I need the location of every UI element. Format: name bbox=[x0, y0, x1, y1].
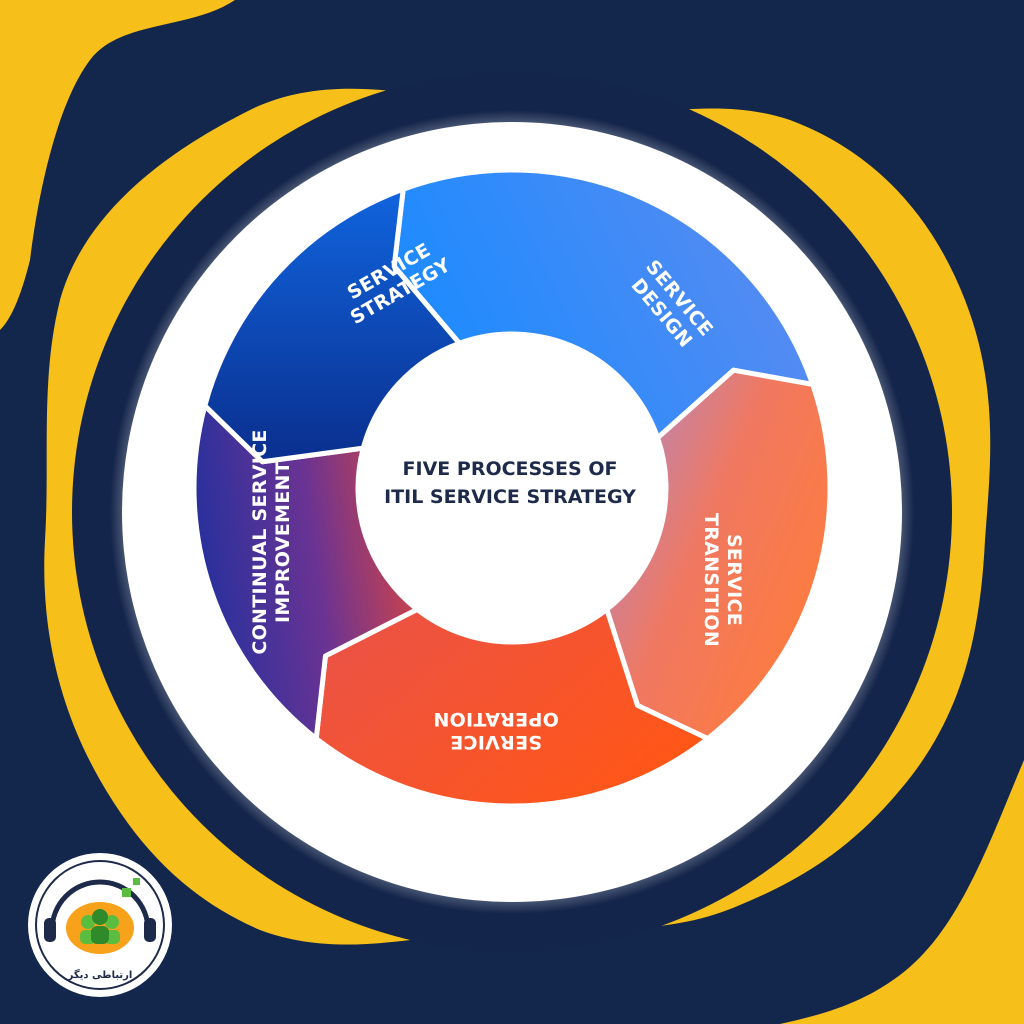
svg-text:OPERATION: OPERATION bbox=[433, 708, 559, 730]
logo-caption: ارتباطی دیگر bbox=[67, 968, 133, 981]
segment-transition bbox=[313, 606, 711, 809]
svg-text:SERVICE: SERVICE bbox=[450, 731, 542, 753]
svg-text:SERVICE: SERVICE bbox=[723, 534, 745, 626]
segment-strategy bbox=[391, 167, 816, 441]
label-service-operation: SERVICE OPERATION bbox=[433, 708, 559, 753]
label-service-transition: SERVICE TRANSITION bbox=[700, 513, 745, 647]
center-circle bbox=[356, 334, 664, 642]
yellow-wave-top bbox=[0, 0, 235, 330]
center-title-line2: ITIL SERVICE STRATEGY bbox=[384, 486, 636, 508]
label-continual-service-improvement: CONTINUAL SERVICE IMPROVEMENT bbox=[249, 429, 294, 654]
svg-text:TRANSITION: TRANSITION bbox=[700, 513, 722, 647]
center-title-line1: FIVE PROCESSES OF bbox=[403, 458, 618, 480]
yellow-wave-bottom bbox=[780, 760, 1024, 1024]
svg-text:CONTINUAL SERVICE: CONTINUAL SERVICE bbox=[249, 429, 271, 654]
svg-text:IMPROVEMENT: IMPROVEMENT bbox=[272, 461, 294, 623]
segment-wheel bbox=[191, 167, 833, 809]
headset-people-icon bbox=[44, 878, 156, 954]
brand-logo: ارتباطی دیگر bbox=[28, 853, 172, 997]
segment-design bbox=[604, 367, 833, 742]
